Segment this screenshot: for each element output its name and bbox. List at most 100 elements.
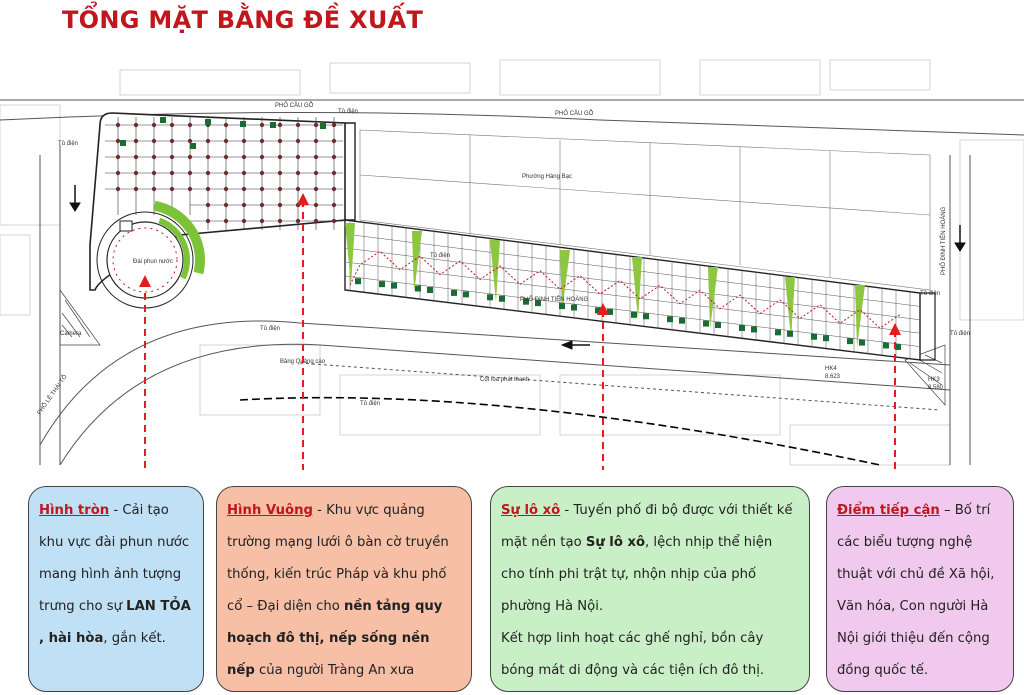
grid-dot [115,170,121,176]
planter [320,123,326,129]
grid-dot [241,218,247,224]
green-wedge [785,277,795,339]
green-wedge [412,231,422,293]
grid-dot [313,218,319,224]
grid-dot [259,154,265,160]
planter [847,338,853,345]
tu-dien-label-2: Tủ điện [338,108,358,115]
grid-dot [331,122,337,128]
planter [205,119,211,125]
grid-dot [331,186,337,192]
grid-dot [277,138,283,144]
green-wedge [632,257,642,319]
planter [415,285,421,292]
grid-dot [187,186,193,192]
grid-dot [259,186,265,192]
street-label-right: PHỐ ĐINH TIÊN HOÀNG [939,206,947,275]
planter [463,291,469,298]
info-box-square-body-1: - Khu vực quảng trường mạng lưới ô bàn c… [227,503,449,614]
grid-dot [169,154,175,160]
planter [703,320,709,327]
info-box-access-text: Điểm tiếp cận – Bố trí các biểu tượng ng… [837,495,1003,687]
grid-dot [277,218,283,224]
grid-dot [205,202,211,208]
tu-dien-label-4: Tủ điện [920,290,940,297]
grid-dot [187,170,193,176]
street-grid-line [344,275,921,347]
planter [270,122,276,128]
grid-dot [259,138,265,144]
grid-dot [331,202,337,208]
grid-dot [313,170,319,176]
planter [679,317,685,324]
hk3-label: HK3 [928,377,940,383]
tu-dien-label-1: Tủ điện [58,140,78,147]
info-box-lo-xo-body-1: - Tuyến phố đi bộ được với thiết kế mặt … [501,503,793,550]
ward-label: Phường Hàng Bạc [522,174,572,180]
planter [523,298,529,305]
grid-dot [133,122,139,128]
street-grid-line [344,261,921,334]
grid-dot [331,170,337,176]
street-label-top-1: PHỐ CẦU GỖ [275,102,314,109]
info-box-circle-body-1: - Cải tạo khu vực đài phun nước mang hìn… [39,503,190,614]
green-wedge [855,285,865,347]
planter [667,316,673,323]
grid-dot [187,138,193,144]
grid-dot [223,122,229,128]
grid-dot [169,138,175,144]
grid-dot [241,170,247,176]
grid-dot [223,186,229,192]
info-box-access-body: – Bố trí các biểu tượng nghệ thuật với c… [837,503,995,678]
street-label-top-2: PHỐ CẦU GỖ [555,110,594,117]
grid-dot [115,186,121,192]
grid-dot [313,202,319,208]
grid-dot [115,138,121,144]
planter [559,303,565,310]
pole-label: Cột loa phát thanh [480,377,529,383]
planter [823,335,829,342]
planter [120,140,126,146]
grid-dot [331,138,337,144]
info-box-lo-xo-body-2: , lệch nhịp thể hiện cho tính phi trật t… [501,535,773,614]
grid-dot [259,122,265,128]
info-box-circle: Hình tròn - Cải tạo khu vực đài phun nướ… [28,486,204,692]
planter [379,281,385,288]
planter [451,289,457,296]
info-box-circle-heading: Hình tròn [39,503,110,518]
grid-dot [295,138,301,144]
info-box-lo-xo-heading: Sự lô xô [501,503,561,518]
grid-dot [331,154,337,160]
planter [160,117,166,123]
grid-dot [277,186,283,192]
street-grid-line [344,247,921,321]
grid-dot [277,170,283,176]
info-box-circle-bold: LAN TỎA , hài hòa [39,599,191,646]
grid-dot [241,154,247,160]
grid-dot [223,218,229,224]
grid-dot [277,154,283,160]
green-wedge [490,240,500,302]
grid-dot [205,154,211,160]
planter [355,278,361,285]
planter [427,286,433,293]
site-plan-drawing: Đài phun nước PHỐ CẦU GỖ PHỐ CẦU GỖ Phườ… [0,59,1024,470]
fountain-circle: Đài phun nước [85,200,205,320]
info-box-square: Hình Vuông - Khu vực quảng trường mạng l… [216,486,472,692]
grid-dot [151,138,157,144]
grid-dot [133,138,139,144]
grid-dot [259,218,265,224]
grid-dot [169,122,175,128]
info-box-square-text: Hình Vuông - Khu vực quảng trường mạng l… [227,495,461,687]
green-wedge [560,250,570,312]
info-box-lo-xo-bold: Sự lô xô [585,535,646,550]
green-wedge [345,223,355,285]
planter [751,326,757,333]
planter [775,329,781,336]
green-wedge [708,267,718,329]
planter [811,333,817,340]
planter [643,313,649,320]
grid-dot [151,122,157,128]
pointer-lines [144,200,896,470]
red-zigzag-path [349,250,901,329]
